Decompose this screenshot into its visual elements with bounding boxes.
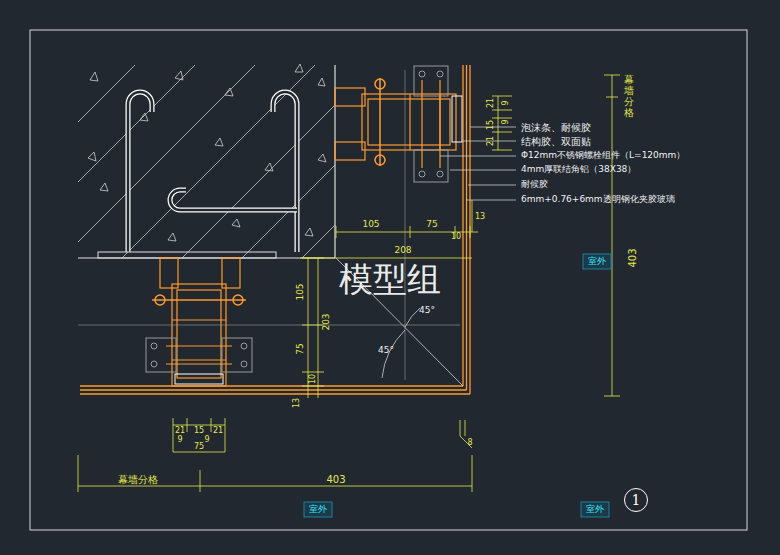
material-note: 4mm厚联结角铝（38X38）: [521, 165, 636, 175]
dimension: 105: [296, 283, 306, 300]
dimension: 21: [213, 427, 223, 436]
grid-label: 幕墙分格: [118, 474, 158, 485]
dimension: 75: [296, 343, 306, 354]
grid-label: 幕墙分格: [624, 74, 634, 118]
dimension: 21: [487, 98, 496, 108]
dimension: 15: [194, 427, 204, 436]
dimension: 15: [487, 120, 496, 130]
exterior-tag: 室外: [588, 257, 606, 267]
dimension: 9: [177, 436, 182, 445]
angle-label: 45°: [419, 306, 435, 316]
angle-label: 45°: [378, 346, 394, 356]
dimension: 10: [451, 233, 461, 242]
dimension: 75: [194, 443, 204, 452]
material-note: 结构胶、双面贴: [521, 136, 591, 147]
dimension: 9: [204, 436, 209, 445]
dimension: 13: [475, 213, 485, 222]
dimension: 10: [309, 374, 318, 384]
dimension: 75: [426, 220, 437, 230]
dimension: 105: [362, 220, 379, 230]
dimension: 8: [467, 439, 472, 448]
material-note: 6mm+0.76+6mm透明钢化夹胶玻璃: [521, 195, 675, 205]
detail-number: 1: [632, 492, 641, 508]
exterior-tag: 室外: [586, 505, 604, 515]
material-note: 耐候胶: [521, 180, 548, 190]
dimension: 403: [326, 474, 345, 485]
detail-number-circle: 1: [624, 488, 648, 512]
material-note: Φ12mm不锈钢螺栓组件（L=120mm）: [521, 151, 685, 161]
dimension: 9: [502, 119, 511, 124]
material-note: 泡沫条、耐候胶: [521, 122, 591, 133]
exterior-tag: 室外: [309, 505, 327, 515]
dimension: 403: [627, 248, 638, 267]
watermark: 模型组: [339, 261, 441, 298]
dimension: 21: [175, 427, 185, 436]
dimension: 9: [502, 100, 511, 105]
dimension: 13: [293, 398, 302, 408]
dimension: 208: [394, 246, 411, 256]
dimension: 203: [322, 313, 332, 330]
dimension: 21: [487, 136, 496, 146]
